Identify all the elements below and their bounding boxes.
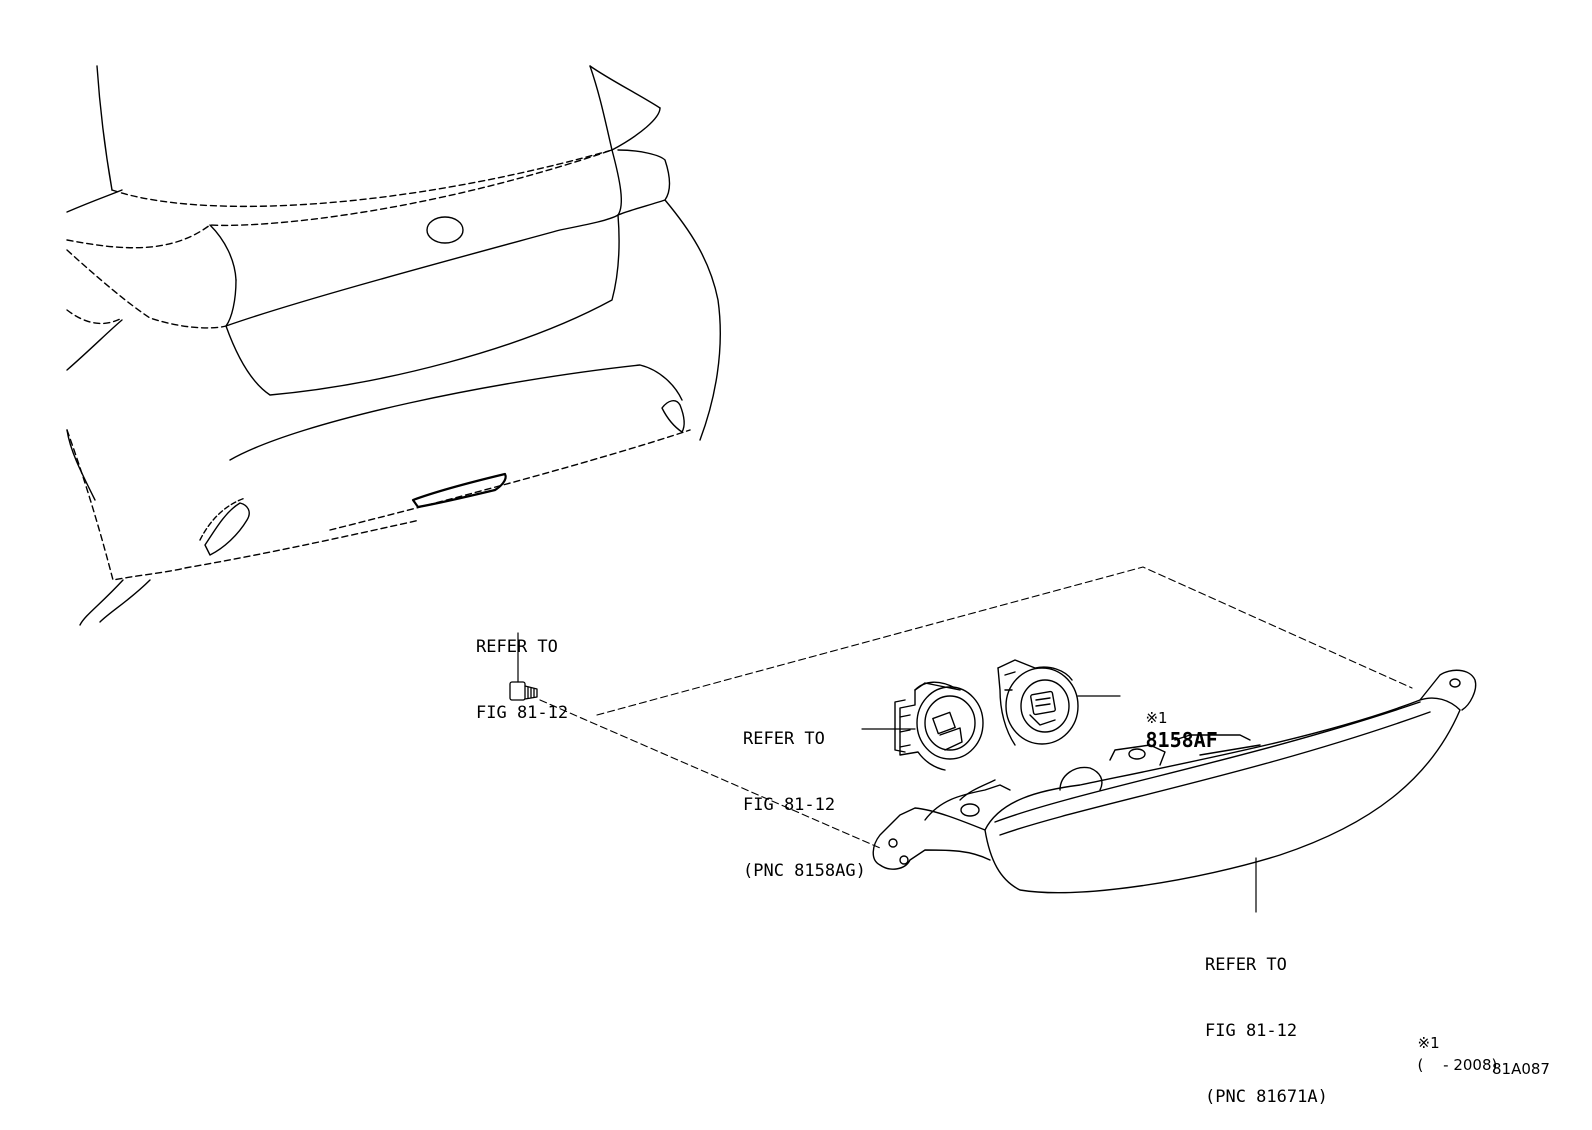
part-number-value: 8158AF (1145, 728, 1218, 752)
callout-screw-line2: FIG 81-12 (476, 703, 569, 723)
bulb-socket-8158af (997, 659, 1079, 746)
vehicle-rear-outline (66, 65, 721, 626)
callout-socket-line3: (PNC 8158AG) (743, 861, 866, 881)
assembly-guide-lines (539, 566, 1413, 849)
figure-id: 81A087 (1492, 1060, 1550, 1078)
callout-lamp-line2: FIG 81-12 (1205, 1021, 1298, 1041)
callout-lamp-line1: REFER TO (1205, 955, 1287, 975)
callout-lamp-line3: (PNC 81671A) (1205, 1087, 1328, 1107)
callout-part-number: ※1 8158AF (1125, 685, 1218, 753)
footnote-mark: ※1 (1417, 1034, 1440, 1052)
callout-socket-line1: REFER TO (743, 729, 825, 749)
rear-lamp-assembly (872, 669, 1477, 894)
footnote-text: ( - 2008) (1417, 1056, 1498, 1074)
callout-screw-ref: REFER TO FIG 81-12 (476, 592, 568, 746)
callout-socket-line2: FIG 81-12 (743, 795, 836, 815)
callout-socket-ref: REFER TO FIG 81-12 (PNC 8158AG) (743, 684, 866, 904)
callout-screw-line1: REFER TO (476, 637, 558, 657)
part-number-mark: ※1 (1145, 709, 1168, 727)
exploded-parts-diagram (66, 65, 1477, 913)
callout-lamp-ref: REFER TO FIG 81-12 (PNC 81671A) (1205, 910, 1328, 1130)
footnote: ※1 ( - 2008) (1408, 1010, 1498, 1076)
bulb-socket-8158ag (894, 681, 984, 771)
